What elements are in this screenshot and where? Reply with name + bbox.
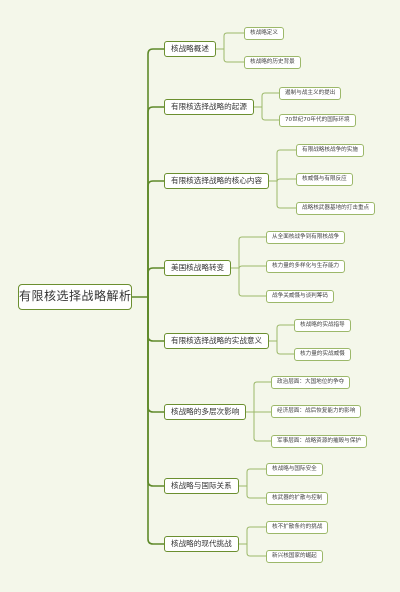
subtopic-node[interactable]: 核战略与国际安全 bbox=[266, 462, 323, 476]
branch-connector-8 bbox=[147, 296, 165, 545]
subtopic-connector bbox=[268, 180, 297, 209]
branch-connector-6 bbox=[147, 296, 165, 413]
subtopic-node[interactable]: 核力量的多样化与生存能力 bbox=[266, 259, 346, 273]
subtopic-connector bbox=[245, 411, 272, 442]
subtopic-node[interactable]: 政治层面：大国地位的争夺 bbox=[271, 375, 351, 389]
branch-connector-5 bbox=[147, 296, 165, 342]
subtopic-node[interactable]: 新兴核国家的崛起 bbox=[266, 549, 323, 563]
branch-node-4[interactable]: 美国核战略转变 bbox=[164, 260, 232, 276]
subtopic-node[interactable]: 核战略的历史背景 bbox=[244, 55, 301, 69]
branch-node-1[interactable]: 核战略概述 bbox=[164, 41, 216, 57]
subtopic-connector bbox=[268, 324, 295, 342]
subtopic-node[interactable]: 核战略定义 bbox=[244, 26, 284, 40]
subtopic-connector bbox=[268, 149, 297, 182]
subtopic-node[interactable]: 核战略的实战指导 bbox=[294, 318, 351, 332]
subtopic-connector bbox=[238, 468, 267, 487]
branch-node-5[interactable]: 有限核选择战略的实战意义 bbox=[164, 333, 270, 349]
branch-connector-1 bbox=[147, 48, 165, 298]
branch-connector-2 bbox=[147, 106, 165, 298]
subtopic-node[interactable]: 遏制与战主义的提出 bbox=[279, 86, 342, 100]
subtopic-node[interactable]: 经济层面：战后恢复能力的影响 bbox=[271, 404, 362, 418]
subtopic-connector bbox=[245, 381, 272, 413]
subtopic-connector bbox=[238, 485, 267, 499]
subtopic-connector bbox=[253, 92, 280, 108]
subtopic-connector bbox=[230, 236, 267, 269]
subtopic-connector bbox=[238, 526, 267, 545]
subtopic-connector bbox=[215, 48, 245, 63]
branch-connector-3 bbox=[147, 180, 165, 298]
subtopic-connector bbox=[268, 340, 295, 355]
subtopic-connector bbox=[238, 543, 267, 557]
root-node[interactable]: 有限核选择战略解析 bbox=[18, 284, 132, 310]
branch-connector-4 bbox=[147, 267, 165, 298]
subtopic-node[interactable]: 从全面核战争到有限核战争 bbox=[266, 230, 346, 244]
branch-node-7[interactable]: 核战略与国际关系 bbox=[164, 478, 239, 494]
subtopic-node[interactable]: 核武器的扩散与控制 bbox=[266, 491, 329, 505]
subtopic-node[interactable]: 核不扩散条约的挑战 bbox=[266, 520, 329, 534]
branch-node-3[interactable]: 有限核选择战略的核心内容 bbox=[164, 173, 270, 189]
branch-node-8[interactable]: 核战略的现代挑战 bbox=[164, 536, 239, 552]
branch-node-2[interactable]: 有限核选择战略的起源 bbox=[164, 99, 254, 115]
branch-connector-7 bbox=[147, 296, 165, 487]
branch-node-6[interactable]: 核战略的多层次影响 bbox=[164, 404, 247, 420]
subtopic-node[interactable]: 军事层面：战略资源的摧毁与保护 bbox=[271, 434, 367, 448]
subtopic-node[interactable]: 核力量的实战威慑 bbox=[294, 347, 351, 361]
subtopic-node[interactable]: 战争关威慑与谈判筹码 bbox=[266, 289, 334, 303]
subtopic-connector bbox=[230, 267, 267, 297]
subtopic-connector bbox=[253, 106, 280, 121]
subtopic-node[interactable]: 有限战略核战争的实施 bbox=[296, 143, 364, 157]
subtopic-node[interactable]: 70世纪70年代的国际环境 bbox=[279, 113, 356, 127]
subtopic-node[interactable]: 核威慑与有限反应 bbox=[296, 172, 353, 186]
subtopic-node[interactable]: 战略核武器基地的打击重点 bbox=[296, 201, 376, 215]
subtopic-connector bbox=[215, 32, 245, 50]
